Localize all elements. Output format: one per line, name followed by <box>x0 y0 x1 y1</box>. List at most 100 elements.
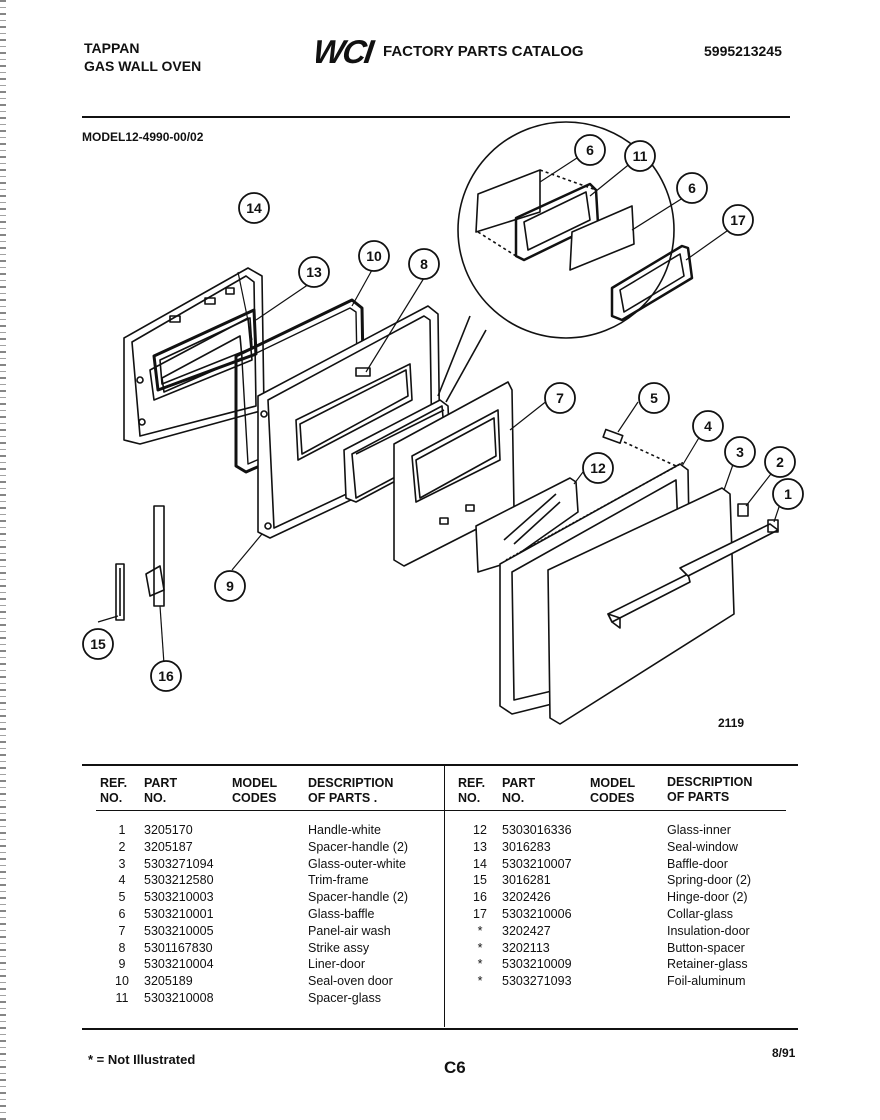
part-number: 3202427 <box>502 923 551 938</box>
part-number: 5303210008 <box>144 990 214 1005</box>
part-description: Glass-outer-white <box>308 856 406 871</box>
desc-header-line1: DESCRIPTION <box>667 775 753 789</box>
part-description: Spacer-handle (2) <box>308 890 409 905</box>
part-number: 5303210001 <box>144 906 214 921</box>
part-description: Spacer-handle (2) <box>308 839 409 854</box>
part-header-left: PART NO. <box>144 776 177 806</box>
callout-15: 15 <box>90 636 106 652</box>
callout-1: 1 <box>784 486 792 502</box>
desc-header-line2: OF PARTS <box>667 790 730 804</box>
part-number: 5303271093 <box>502 974 572 989</box>
part-header-line2: NO. <box>502 791 525 805</box>
figure-number: 2119 <box>718 716 745 730</box>
brand-name: TAPPAN <box>84 40 140 56</box>
part-number: 5303210003 <box>144 890 214 905</box>
part-3-glass-outer <box>547 487 735 725</box>
part-number: 5303271094 <box>144 856 214 871</box>
model-header-line1: MODEL <box>232 776 278 790</box>
part-description: Spring-door (2) <box>667 873 752 888</box>
part-description: Collar-glass <box>667 906 733 921</box>
model-header-right: MODEL CODES <box>590 776 635 806</box>
part-ref: 16 <box>473 890 487 905</box>
callout-6: 6 <box>586 142 594 158</box>
ref-header-line2: NO. <box>100 791 123 805</box>
part-2-spacer-handle <box>737 503 749 517</box>
callout-circles <box>82 134 804 692</box>
scan-edge-marks <box>0 0 6 1120</box>
part-ref: 11 <box>115 990 129 1005</box>
part-number: 5303016336 <box>502 823 572 837</box>
part-description: Insulation-door <box>667 923 750 938</box>
part-description: Glass-baffle <box>308 906 375 921</box>
part-description: Foil-aluminum <box>667 974 746 989</box>
table-bottom-rule <box>82 1028 798 1030</box>
part-description: Panel-air wash <box>308 923 391 938</box>
part-row: 5 5303210003 Spacer-handle (2) <box>100 889 438 906</box>
catalog-title: FACTORY PARTS CATALOG <box>383 43 584 60</box>
part-number: 3016283 <box>502 839 551 854</box>
part-14-baffle-door <box>123 267 265 445</box>
part-header-line1: PART <box>144 776 178 790</box>
part-description: Strike assy <box>308 940 370 955</box>
not-illustrated-note: * = Not Illustrated <box>88 1052 196 1067</box>
part-ref: 15 <box>473 873 487 888</box>
part-number: 5303210006 <box>502 906 572 921</box>
part-description: Handle-white <box>308 823 381 837</box>
part-9-liner-door <box>257 305 441 539</box>
part-description: Button-spacer <box>667 940 745 955</box>
part-number: 5301167830 <box>144 940 213 955</box>
wci-logo: WCI <box>311 34 380 71</box>
part-number: 5303210009 <box>502 957 572 972</box>
part-number: 5303210004 <box>144 957 214 972</box>
ref-header-line2: NO. <box>458 791 481 805</box>
ref-header-right: REF. NO. <box>458 776 485 806</box>
ref-header-left: REF. NO. <box>100 776 127 806</box>
callout-2: 2 <box>776 454 784 470</box>
callout-13: 13 <box>306 264 322 280</box>
part-description: Seal-window <box>667 839 738 854</box>
part-ref: * <box>477 957 483 972</box>
callout-9: 9 <box>226 578 234 594</box>
part-number: 3205187 <box>144 839 193 854</box>
part-row: 7 5303210005 Panel-air wash <box>100 923 438 940</box>
part-row: 6 5303210001 Glass-baffle <box>100 906 438 923</box>
part-ref: 1 <box>118 823 126 837</box>
part-ref: 7 <box>118 923 126 938</box>
inset-detail <box>437 121 694 403</box>
model-header-line2: CODES <box>232 791 277 805</box>
part-description: Liner-door <box>308 957 365 972</box>
part-number: 3205189 <box>144 974 193 989</box>
table-center-divider <box>444 765 445 1027</box>
part-ref: 5 <box>118 890 126 905</box>
part-number: 3202113 <box>502 940 550 955</box>
part-ref: 2 <box>118 839 126 854</box>
callout-5: 5 <box>650 390 658 406</box>
part-number: 3202426 <box>502 890 551 905</box>
header-rule <box>82 116 790 118</box>
part-number: 5303210007 <box>502 856 572 871</box>
part-row: 12 5303016336 Glass-inner <box>458 822 797 839</box>
part-ref: 10 <box>115 974 129 989</box>
part-description: Spacer-glass <box>308 990 381 1005</box>
part-description: Baffle-door <box>667 856 728 871</box>
callout-17: 17 <box>730 212 746 228</box>
part-ref: 12 <box>473 823 487 837</box>
part-description: Glass-inner <box>667 823 731 837</box>
callout-labels: 14 13 10 8 9 7 12 5 4 3 2 1 15 16 6 11 6… <box>90 142 792 684</box>
callout-11: 11 <box>633 148 648 164</box>
callout-7: 7 <box>556 390 564 406</box>
callout-leaders <box>97 155 783 665</box>
part-number: 5303210005 <box>144 923 214 938</box>
part-ref: 6 <box>118 906 126 921</box>
